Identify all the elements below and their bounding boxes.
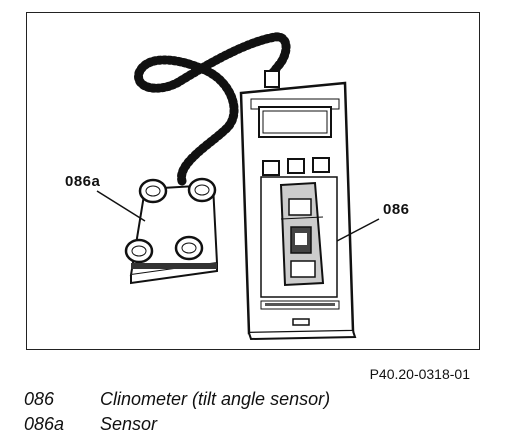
car-icon	[279, 181, 325, 287]
clinometer-086	[239, 81, 357, 341]
legend-code: 086a	[24, 414, 65, 434]
sensor-086a	[124, 177, 219, 285]
legend-description: Sensor	[100, 414, 158, 434]
legend-row: 086 Clinometer (tilt angle sensor)	[24, 387, 494, 412]
callout-label-086a: 086a	[65, 173, 101, 190]
suction-cup	[187, 177, 217, 203]
leader-line-086a	[96, 190, 146, 222]
figure-id: P40.20-0318-01	[369, 366, 470, 382]
legend-row: 086a Sensor	[24, 412, 494, 437]
device-illustration	[96, 32, 380, 341]
suction-cup	[124, 238, 154, 264]
legend-description: Clinometer (tilt angle sensor)	[100, 389, 331, 409]
leader-line-086	[336, 218, 380, 242]
suction-cup	[138, 178, 168, 204]
legend-code: 086	[24, 389, 55, 409]
callout-label-086: 086	[383, 201, 410, 218]
figure-frame: 086a 086	[26, 12, 480, 350]
suction-cup	[174, 235, 204, 261]
legend: 086 Clinometer (tilt angle sensor) 086a …	[24, 387, 494, 437]
display-window	[258, 106, 332, 138]
